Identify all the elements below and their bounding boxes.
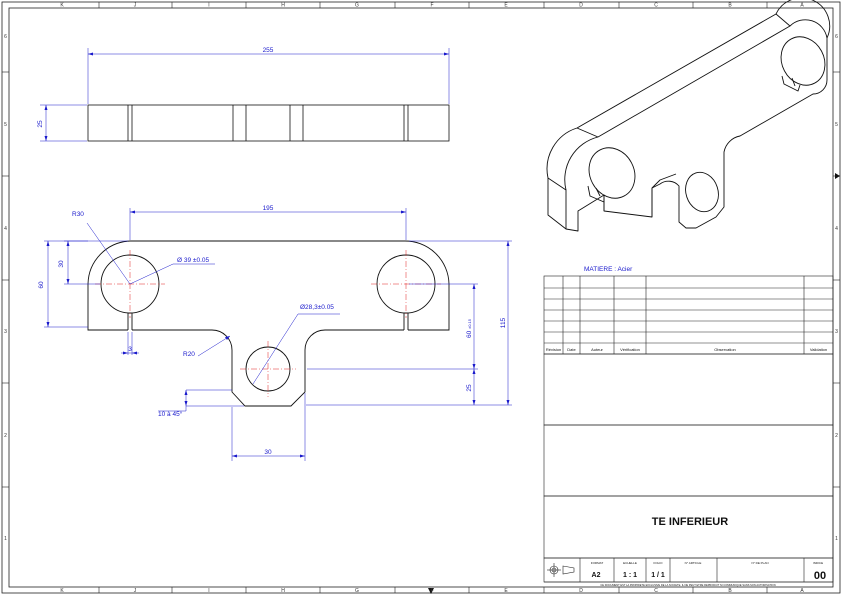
col-label-top: H [281, 3, 285, 9]
drawing-title: TE INFERIEUR [652, 516, 728, 528]
col-label-top: I [208, 3, 209, 9]
row-label-right: 4 [835, 226, 838, 232]
format-value: A2 [592, 572, 601, 579]
row-label-left: 1 [4, 536, 7, 542]
dim-right-25: 25 [466, 384, 473, 392]
row-label-right: 6 [835, 34, 838, 40]
col-label-top: B [728, 3, 732, 9]
col-label-bottom: C [654, 588, 658, 594]
dim-top-width: 255 [263, 47, 274, 54]
rev-header-author: Auteur [591, 347, 603, 352]
dim-right-60-tol: ±0.15 [467, 318, 472, 329]
col-label-top: J [134, 3, 137, 9]
scale-value: 1 : 1 [623, 572, 637, 579]
dim-slot-3: 3 [128, 346, 132, 353]
row-label-left: 6 [4, 34, 7, 40]
top-view-dimensions [40, 48, 450, 142]
rev-header-revision: Révision [546, 347, 561, 352]
part-number-label: N° ARTICLE [685, 561, 702, 565]
col-label-bottom: E [504, 588, 508, 594]
index-label: INDICE [813, 561, 823, 565]
col-label-top: E [504, 3, 508, 9]
dim-right-60: 60 [466, 330, 473, 338]
dim-r30: R30 [72, 211, 84, 218]
top-view [87, 104, 450, 142]
scale-label: ECHELLE [623, 561, 637, 565]
dim-height-60: 60 [38, 281, 45, 289]
rev-header-observation: Observation [714, 347, 736, 352]
col-label-top: C [654, 3, 658, 9]
centering-arrow-bottom [428, 588, 434, 594]
dim-hole-large: Ø 39 ±0.05 [177, 257, 210, 264]
row-label-left: 5 [4, 122, 7, 128]
rev-header-check: Vérification [620, 347, 640, 352]
revision-table [543, 275, 834, 583]
row-label-right: 5 [835, 122, 838, 128]
rev-header-date: Date [567, 347, 576, 352]
col-label-top: F [430, 3, 433, 9]
col-label-top: D [579, 3, 583, 9]
col-label-bottom: A [800, 588, 804, 594]
projection-symbol-icon [547, 563, 575, 577]
row-label-left: 3 [4, 329, 7, 335]
col-label-bottom: H [281, 588, 285, 594]
row-label-right: 3 [835, 329, 838, 335]
dim-r20: R20 [183, 351, 195, 358]
col-label-top: A [800, 3, 804, 9]
center-lines [95, 250, 441, 397]
folio-label: FOLIO [653, 561, 663, 565]
isometric-view [546, 0, 831, 232]
row-label-left: 2 [4, 433, 7, 439]
col-label-bottom: D [579, 588, 583, 594]
dim-bottom-30: 30 [264, 449, 272, 456]
col-label-bottom: K [60, 588, 64, 594]
col-label-top: K [60, 3, 64, 9]
dimension-arrows [46, 210, 510, 458]
row-label-right: 1 [835, 536, 838, 542]
row-label-right: 2 [835, 433, 838, 439]
dim-height-30: 30 [58, 260, 65, 268]
folio-value: 1 / 1 [651, 572, 665, 579]
ownership-disclaimer: CE DOCUMENT EST LA PROPRIETE EXCLUSIVE D… [600, 583, 775, 587]
dim-top-height: 25 [37, 120, 44, 128]
dim-chamfer: 10 à 45° [158, 410, 183, 418]
dim-center-distance: 195 [263, 205, 274, 212]
plan-number-label: N° DE PLAN [751, 561, 768, 565]
front-view-outline [87, 240, 450, 407]
row-label-left: 4 [4, 226, 7, 232]
col-label-top: G [355, 3, 359, 9]
rev-header-validation: Validation [810, 347, 827, 352]
col-label-bottom: F [430, 588, 433, 594]
front-view-dimensions [44, 208, 512, 461]
dim-hole-small: Ø28,3±0.05 [300, 304, 334, 311]
col-label-bottom: G [355, 588, 359, 594]
col-label-bottom: I [208, 588, 209, 594]
format-label: FORMAT [591, 561, 604, 565]
centering-arrow-right [835, 173, 840, 179]
col-label-bottom: B [728, 588, 732, 594]
material-label: MATIERE : Acier [584, 266, 633, 273]
col-label-bottom: J [134, 588, 137, 594]
index-value: 00 [814, 570, 826, 582]
dim-right-115: 115 [500, 317, 507, 328]
